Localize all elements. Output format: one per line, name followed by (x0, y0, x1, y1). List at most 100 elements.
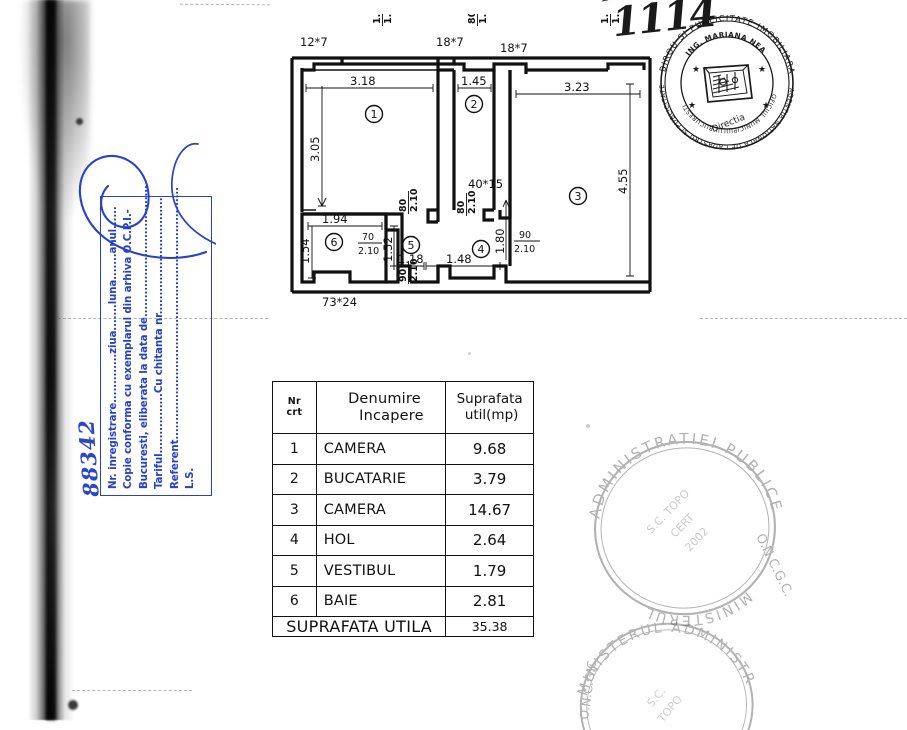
dim-label-73x24: 73*24 (322, 295, 357, 309)
floor-plan-drawing: .w { fill:none; stroke:#111; stroke-widt… (290, 14, 652, 309)
room-marker-4: 4 (471, 239, 491, 259)
svg-text:1.60: 1.60 (600, 14, 611, 24)
scan-speck (68, 700, 78, 710)
svg-text:O.N.C.G.C.: O.N.C.G.C. (577, 656, 600, 720)
header-denumire: Denumire Incapere (315, 381, 447, 434)
dim-3-05: 3.05 (308, 136, 322, 162)
blue-stamp-line-1: Nr. inregistrare.............ziua.......… (108, 206, 119, 489)
svg-text:80: 80 (456, 200, 467, 214)
svg-text:2.10: 2.10 (514, 244, 535, 255)
dim-label-18x7-a: 18*7 (436, 35, 464, 49)
cell-name: HOL (315, 524, 447, 556)
dim-1-45: 1.45 (461, 74, 487, 88)
cell-area: 1.79 (445, 555, 534, 587)
svg-text:5: 5 (408, 239, 415, 252)
blue-stamp-border: 88342 Nr. inregistrare.............ziua.… (73, 185, 212, 498)
svg-text:1.25: 1.25 (383, 14, 394, 24)
table-header-row: Nr crt Denumire Incapere Suprafata util(… (272, 381, 534, 434)
dim-label-40x15: 40*15 (468, 177, 503, 191)
room-schedule-table: Nr crt Denumire Incapere Suprafata util(… (271, 381, 534, 637)
door-70-210: 70 2.10 (358, 232, 382, 257)
svg-text:2.10: 2.10 (358, 246, 379, 257)
room-marker-5: 5 (401, 235, 421, 255)
cell-nr: 2 (272, 463, 317, 495)
fold-line (72, 690, 192, 691)
room-marker-1: 1 (364, 104, 384, 124)
cell-name: BUCATARIE (315, 463, 447, 495)
cell-nr: 1 (272, 433, 317, 465)
dim-3-23: 3.23 (564, 80, 590, 94)
dim-1-80: 1.80 (493, 228, 507, 254)
svg-text:2.10: 2.10 (467, 190, 478, 214)
svg-text:2.10: 2.10 (409, 258, 420, 282)
svg-text:★: ★ (688, 100, 696, 110)
cell-area: 3.79 (445, 463, 534, 495)
blue-stamp-registration-handwriting: 88342 (73, 418, 104, 498)
oncgc-faded-stamp: ADMINISTRATIEI PUBLICE MINISTERUL O.N.C.… (578, 428, 793, 628)
dim-1-94: 1.94 (322, 212, 348, 226)
door-90-210-a: 90 2.10 (514, 230, 540, 255)
cell-name: CAMERA (315, 433, 447, 465)
dim-1-52: 1.52 (381, 236, 395, 262)
fold-line (58, 318, 268, 319)
cell-area: 14.67 (445, 494, 534, 526)
table-total-row: SUPRAFATA UTILA 35.38 (271, 616, 534, 637)
svg-text:2: 2 (471, 98, 478, 111)
cell-name: BAIE (315, 585, 447, 617)
cell-area: 2.64 (445, 524, 534, 556)
header-nr-crt: Nr crt (272, 381, 317, 434)
room-marker-6: 6 (324, 232, 344, 252)
cell-nr: 3 (272, 494, 317, 526)
dim-1-54: 1.54 (298, 238, 312, 264)
ancpi-round-stamp: BIROU SI PUBLICITATE IMOBILIARA AGENTIA … (652, 8, 796, 151)
svg-text:2.10: 2.10 (409, 188, 420, 212)
dim-3-18: 3.18 (350, 74, 376, 88)
ink-speck (468, 352, 471, 355)
header-name-line1: Denumire (348, 390, 421, 407)
scan-speck (76, 118, 83, 125)
cell-area: 9.68 (445, 433, 534, 465)
svg-text:70: 70 (362, 232, 374, 243)
svg-text:★: ★ (762, 100, 770, 110)
scan-dark-band-core (46, 0, 56, 720)
svg-text:1.25: 1.25 (478, 14, 489, 24)
cell-nr: 4 (272, 524, 317, 556)
cell-name: CAMERA (315, 494, 447, 526)
dim-4-55: 4.55 (616, 168, 630, 194)
svg-text:1: 1 (371, 108, 378, 121)
dim-1-48: 1.48 (446, 252, 472, 266)
blue-stamp-line-2: Copie conforma cu exemplarul din arhiva … (123, 209, 135, 489)
dim-1-18: 1.18 (398, 252, 424, 266)
svg-text:★: ★ (692, 64, 700, 74)
cell-name: VESTIBUL (315, 555, 447, 587)
svg-text:80: 80 (398, 198, 409, 212)
cell-nr: 5 (272, 555, 317, 587)
svg-text:80: 80 (467, 14, 478, 24)
svg-text:ING. MARIANA NEA: ING. MARIANA NEA (683, 30, 768, 58)
svg-text:1.25: 1.25 (611, 14, 622, 24)
room-marker-2: 2 (464, 94, 484, 114)
blue-certification-stamp: 88342 Nr. inregistrare.............ziua.… (73, 143, 216, 498)
ministry-faded-stamp: MINISTERUL ADMINISTRATIEI O.N.C.G.C. S.C… (570, 610, 759, 730)
cell-area: 2.81 (445, 585, 534, 617)
header-nr-line2: crt (286, 406, 303, 418)
cell-nr: 6 (272, 585, 317, 617)
svg-text:3: 3 (575, 190, 582, 203)
svg-text:4: 4 (478, 243, 485, 256)
svg-text:90: 90 (519, 230, 531, 241)
ink-speck (586, 424, 590, 428)
svg-text:★: ★ (758, 64, 766, 74)
svg-text:90: 90 (398, 268, 409, 282)
blue-stamp-line-5: Referent................................… (169, 187, 181, 489)
room-marker-3: 3 (568, 186, 588, 206)
total-label: SUPRAFATA UTILA (271, 616, 447, 637)
header-area-line2: util(mp) (464, 406, 519, 423)
svg-text:6: 6 (331, 236, 338, 249)
